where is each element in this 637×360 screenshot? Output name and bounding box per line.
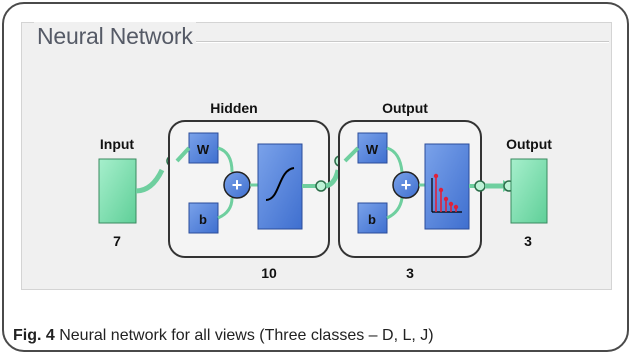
input-size: 7 (113, 233, 121, 249)
input-label: Input (100, 136, 135, 152)
hidden-w-wire (217, 146, 234, 173)
caption-text: Neural network for all views (Three clas… (54, 327, 434, 344)
softmax-icon (431, 173, 462, 213)
connector-input-hidden (135, 168, 165, 194)
connector-hidden-output (325, 169, 341, 189)
input-node (98, 158, 137, 224)
output-in-wire (343, 146, 360, 163)
output-layer-size: 3 (406, 265, 414, 281)
hidden-output-port (315, 180, 327, 192)
group-border (36, 41, 609, 42)
hidden-size: 10 (261, 265, 277, 281)
output-layer-label: Output (382, 100, 428, 116)
group-border-highlight (36, 42, 609, 43)
hidden-label: Hidden (210, 100, 257, 116)
output-bias-block (357, 202, 388, 234)
figure-caption: Fig. 4 Neural network for all views (Thr… (13, 326, 434, 346)
output-size: 3 (524, 233, 532, 249)
hidden-bias-label: b (199, 212, 207, 227)
sigmoid-icon (265, 167, 295, 201)
hidden-b-wire (217, 197, 234, 220)
output-label: Output (506, 136, 552, 152)
output-transfer-block (424, 143, 470, 230)
output-layer-output-port (474, 180, 486, 192)
hidden-in-wire (175, 146, 191, 163)
output-sum-symbol: + (401, 175, 412, 195)
output-w-wire (386, 146, 404, 173)
hidden-bias-block (188, 202, 219, 234)
output-bias-label: b (368, 212, 376, 227)
hidden-sum-symbol: + (232, 175, 243, 195)
panel-title: Neural Network (34, 22, 196, 50)
figure-label: Fig. 4 (13, 327, 55, 344)
output-node (510, 158, 548, 224)
hidden-weight-label: W (197, 142, 210, 157)
hidden-transfer-block (257, 143, 303, 230)
output-weight-label: W (366, 142, 379, 157)
output-b-wire (386, 197, 404, 220)
